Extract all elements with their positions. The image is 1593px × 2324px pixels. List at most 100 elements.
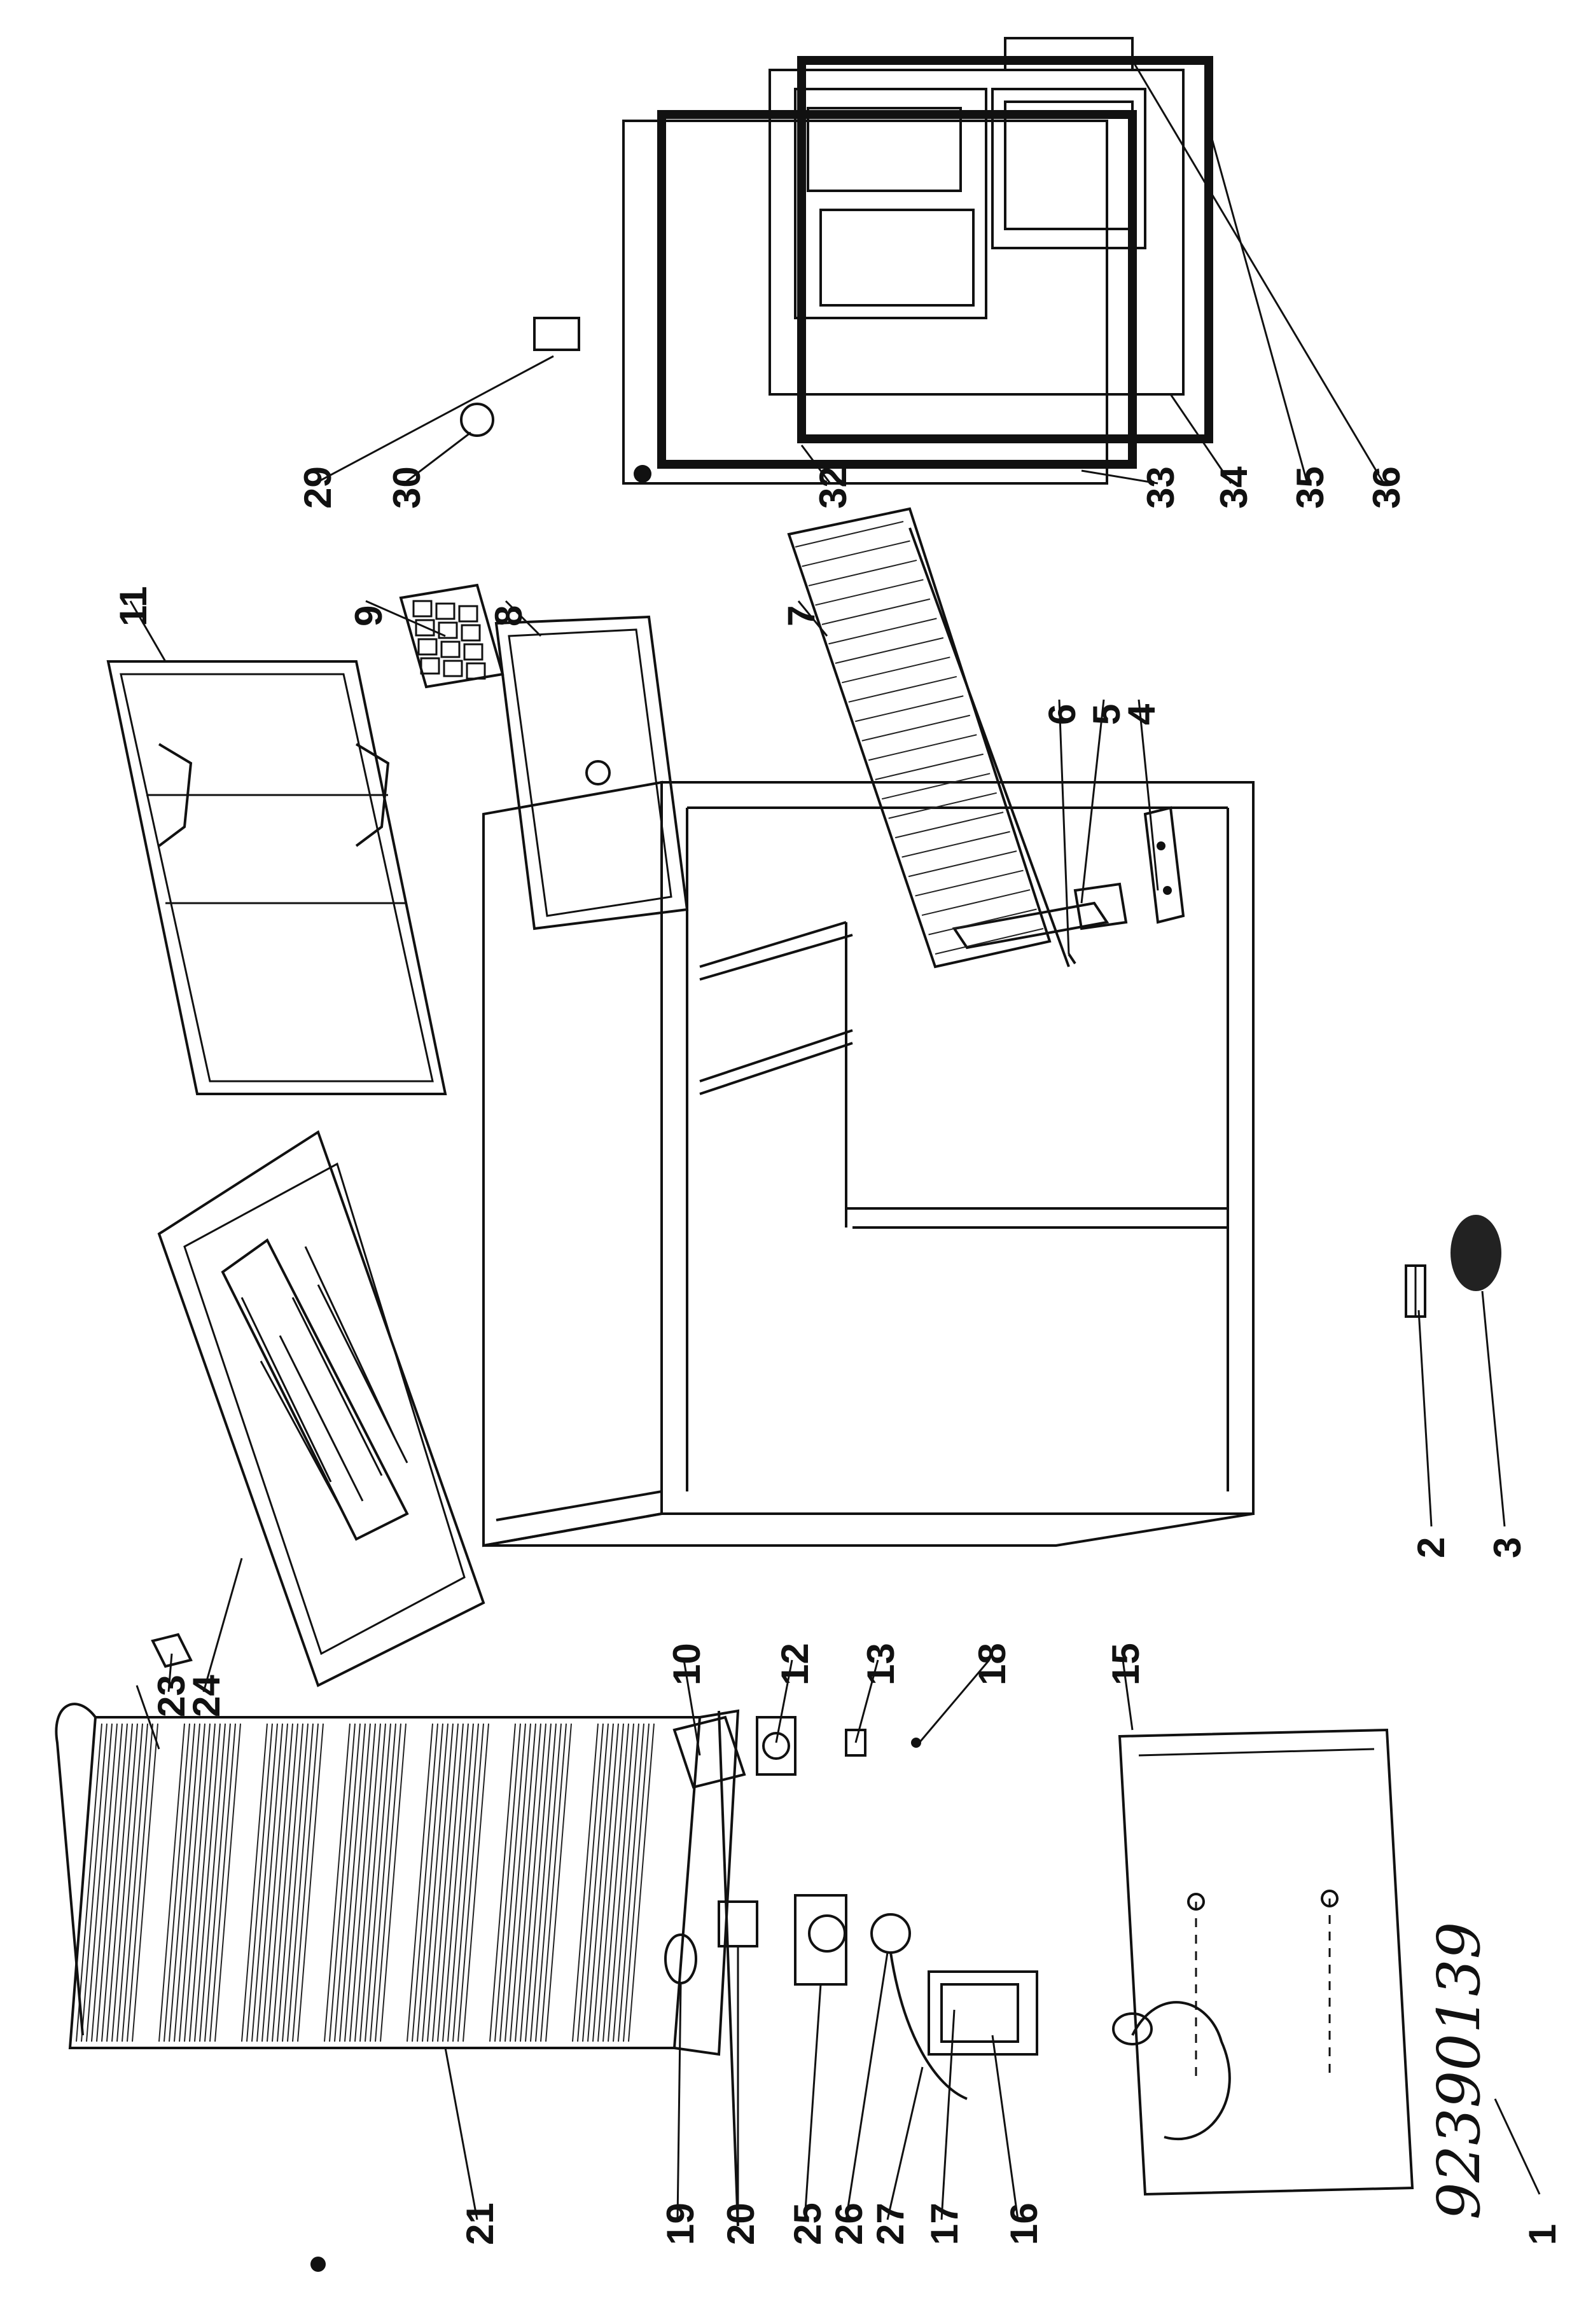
glass-rib [815, 579, 924, 606]
ice-cell [412, 600, 433, 618]
condenser-fin [515, 1723, 541, 2042]
condenser-fin [452, 1723, 479, 2042]
condenser-fin [577, 1723, 604, 2042]
condenser-fin [442, 1723, 469, 2042]
glass-rib [921, 889, 1031, 916]
condenser-fin [447, 1723, 474, 2042]
callout-33: 33 [1139, 466, 1182, 509]
leader-line-1 [1494, 2098, 1541, 2195]
condenser-fin [582, 1723, 609, 2042]
glass-rib [842, 656, 950, 684]
callout-19: 19 [659, 2203, 702, 2245]
part-cabinet [482, 780, 1501, 1547]
leader-line-23 [167, 1653, 173, 1692]
condenser-fin [520, 1723, 546, 2042]
condenser-fin [122, 1723, 148, 2042]
leader-line-27 [886, 2066, 924, 2220]
condenser-fin [370, 1723, 396, 2042]
part-16-17-relay [928, 1970, 1038, 2056]
condenser-fin [530, 1723, 557, 2042]
condenser-fin [510, 1723, 536, 2042]
part-2-screw [1405, 1264, 1426, 1318]
condenser-fin [241, 1723, 268, 2042]
ice-cell [458, 605, 478, 623]
ice-cell [443, 660, 463, 677]
condenser-fin [127, 1723, 153, 2042]
condenser-fin [96, 1723, 123, 2042]
ice-cell [461, 624, 481, 642]
part-6-trim [1068, 953, 1076, 965]
callout-25: 25 [786, 2203, 829, 2245]
condenser-fin [587, 1723, 614, 2042]
leader-line-5 [1080, 699, 1105, 904]
condenser-fin [349, 1723, 376, 2042]
callout-24: 24 [185, 1675, 228, 1717]
part-door-assembly [460, 37, 1213, 485]
condenser-fin [592, 1723, 619, 2042]
part-10-thermostat-cover [672, 1715, 746, 1789]
glass-rib [888, 792, 997, 819]
part-13-clip [845, 1729, 866, 1757]
glass-rib [808, 559, 917, 586]
condenser-fin [86, 1723, 113, 2042]
condenser-fin [272, 1723, 298, 2042]
callout-4: 4 [1120, 703, 1163, 725]
callout-13: 13 [859, 1643, 902, 1685]
callout-17: 17 [923, 2203, 966, 2245]
condenser-fin [261, 1723, 288, 2042]
glass-rib [828, 618, 937, 645]
condenser-fin [375, 1723, 401, 2042]
callout-30: 30 [386, 466, 428, 509]
glass-rib [908, 850, 1017, 878]
condenser-fin [91, 1723, 118, 2042]
condenser-fin [344, 1723, 371, 2042]
leader-lines [129, 60, 1541, 2220]
condenser-fin [204, 1723, 231, 2042]
leader-line-11 [129, 600, 167, 662]
callout-27: 27 [869, 2203, 912, 2245]
part-15-base-rail [1118, 1728, 1414, 2196]
condenser-fin [499, 1723, 526, 2042]
condenser-fin [194, 1723, 221, 2042]
leader-line-2 [1417, 1310, 1433, 1527]
condenser-fin [535, 1723, 562, 2042]
part-19-bulb [664, 1933, 697, 1984]
callout-26: 26 [828, 2203, 870, 2245]
glass-rib [848, 675, 957, 703]
callout-36: 36 [1365, 466, 1408, 509]
callout-20: 20 [720, 2203, 762, 2245]
callout-7: 7 [780, 605, 823, 626]
part-wire-shelf [106, 660, 447, 1095]
part-3-foot [1450, 1215, 1501, 1291]
glass-rib [821, 598, 931, 625]
condenser-fin [417, 1723, 443, 2042]
ice-cell [435, 602, 456, 620]
condenser-fin [623, 1723, 650, 2042]
callout-18: 18 [971, 1643, 1013, 1685]
leader-line-33 [1081, 469, 1158, 485]
part-26-knob [870, 1913, 911, 1954]
leader-line-30 [403, 431, 471, 485]
condenser-fin [457, 1723, 484, 2042]
condenser-fin [277, 1723, 303, 2042]
glass-rib [795, 521, 904, 548]
leader-line-16 [991, 2035, 1019, 2220]
condenser-fin [101, 1723, 128, 2042]
callout-labels: 1 2 3 4 5 6 7 8 9 10 11 12 13 15 16 17 1… [112, 466, 1564, 2245]
condenser-fin [106, 1723, 133, 2042]
condenser-fin [354, 1723, 381, 2042]
glass-rib [861, 714, 970, 742]
ice-tray-cells [412, 600, 486, 680]
condenser-fin [199, 1723, 226, 2042]
condenser-fin [209, 1723, 236, 2042]
condenser-fin [334, 1723, 361, 2042]
condenser-fin [432, 1723, 459, 2042]
condenser-fin [365, 1723, 391, 2042]
part-23-clip [136, 1633, 193, 1750]
condenser-fin [287, 1723, 314, 2042]
condenser-fins [76, 1723, 655, 2042]
ice-cell [466, 662, 486, 680]
glass-rib [894, 812, 1004, 839]
condenser-fin [427, 1723, 454, 2042]
